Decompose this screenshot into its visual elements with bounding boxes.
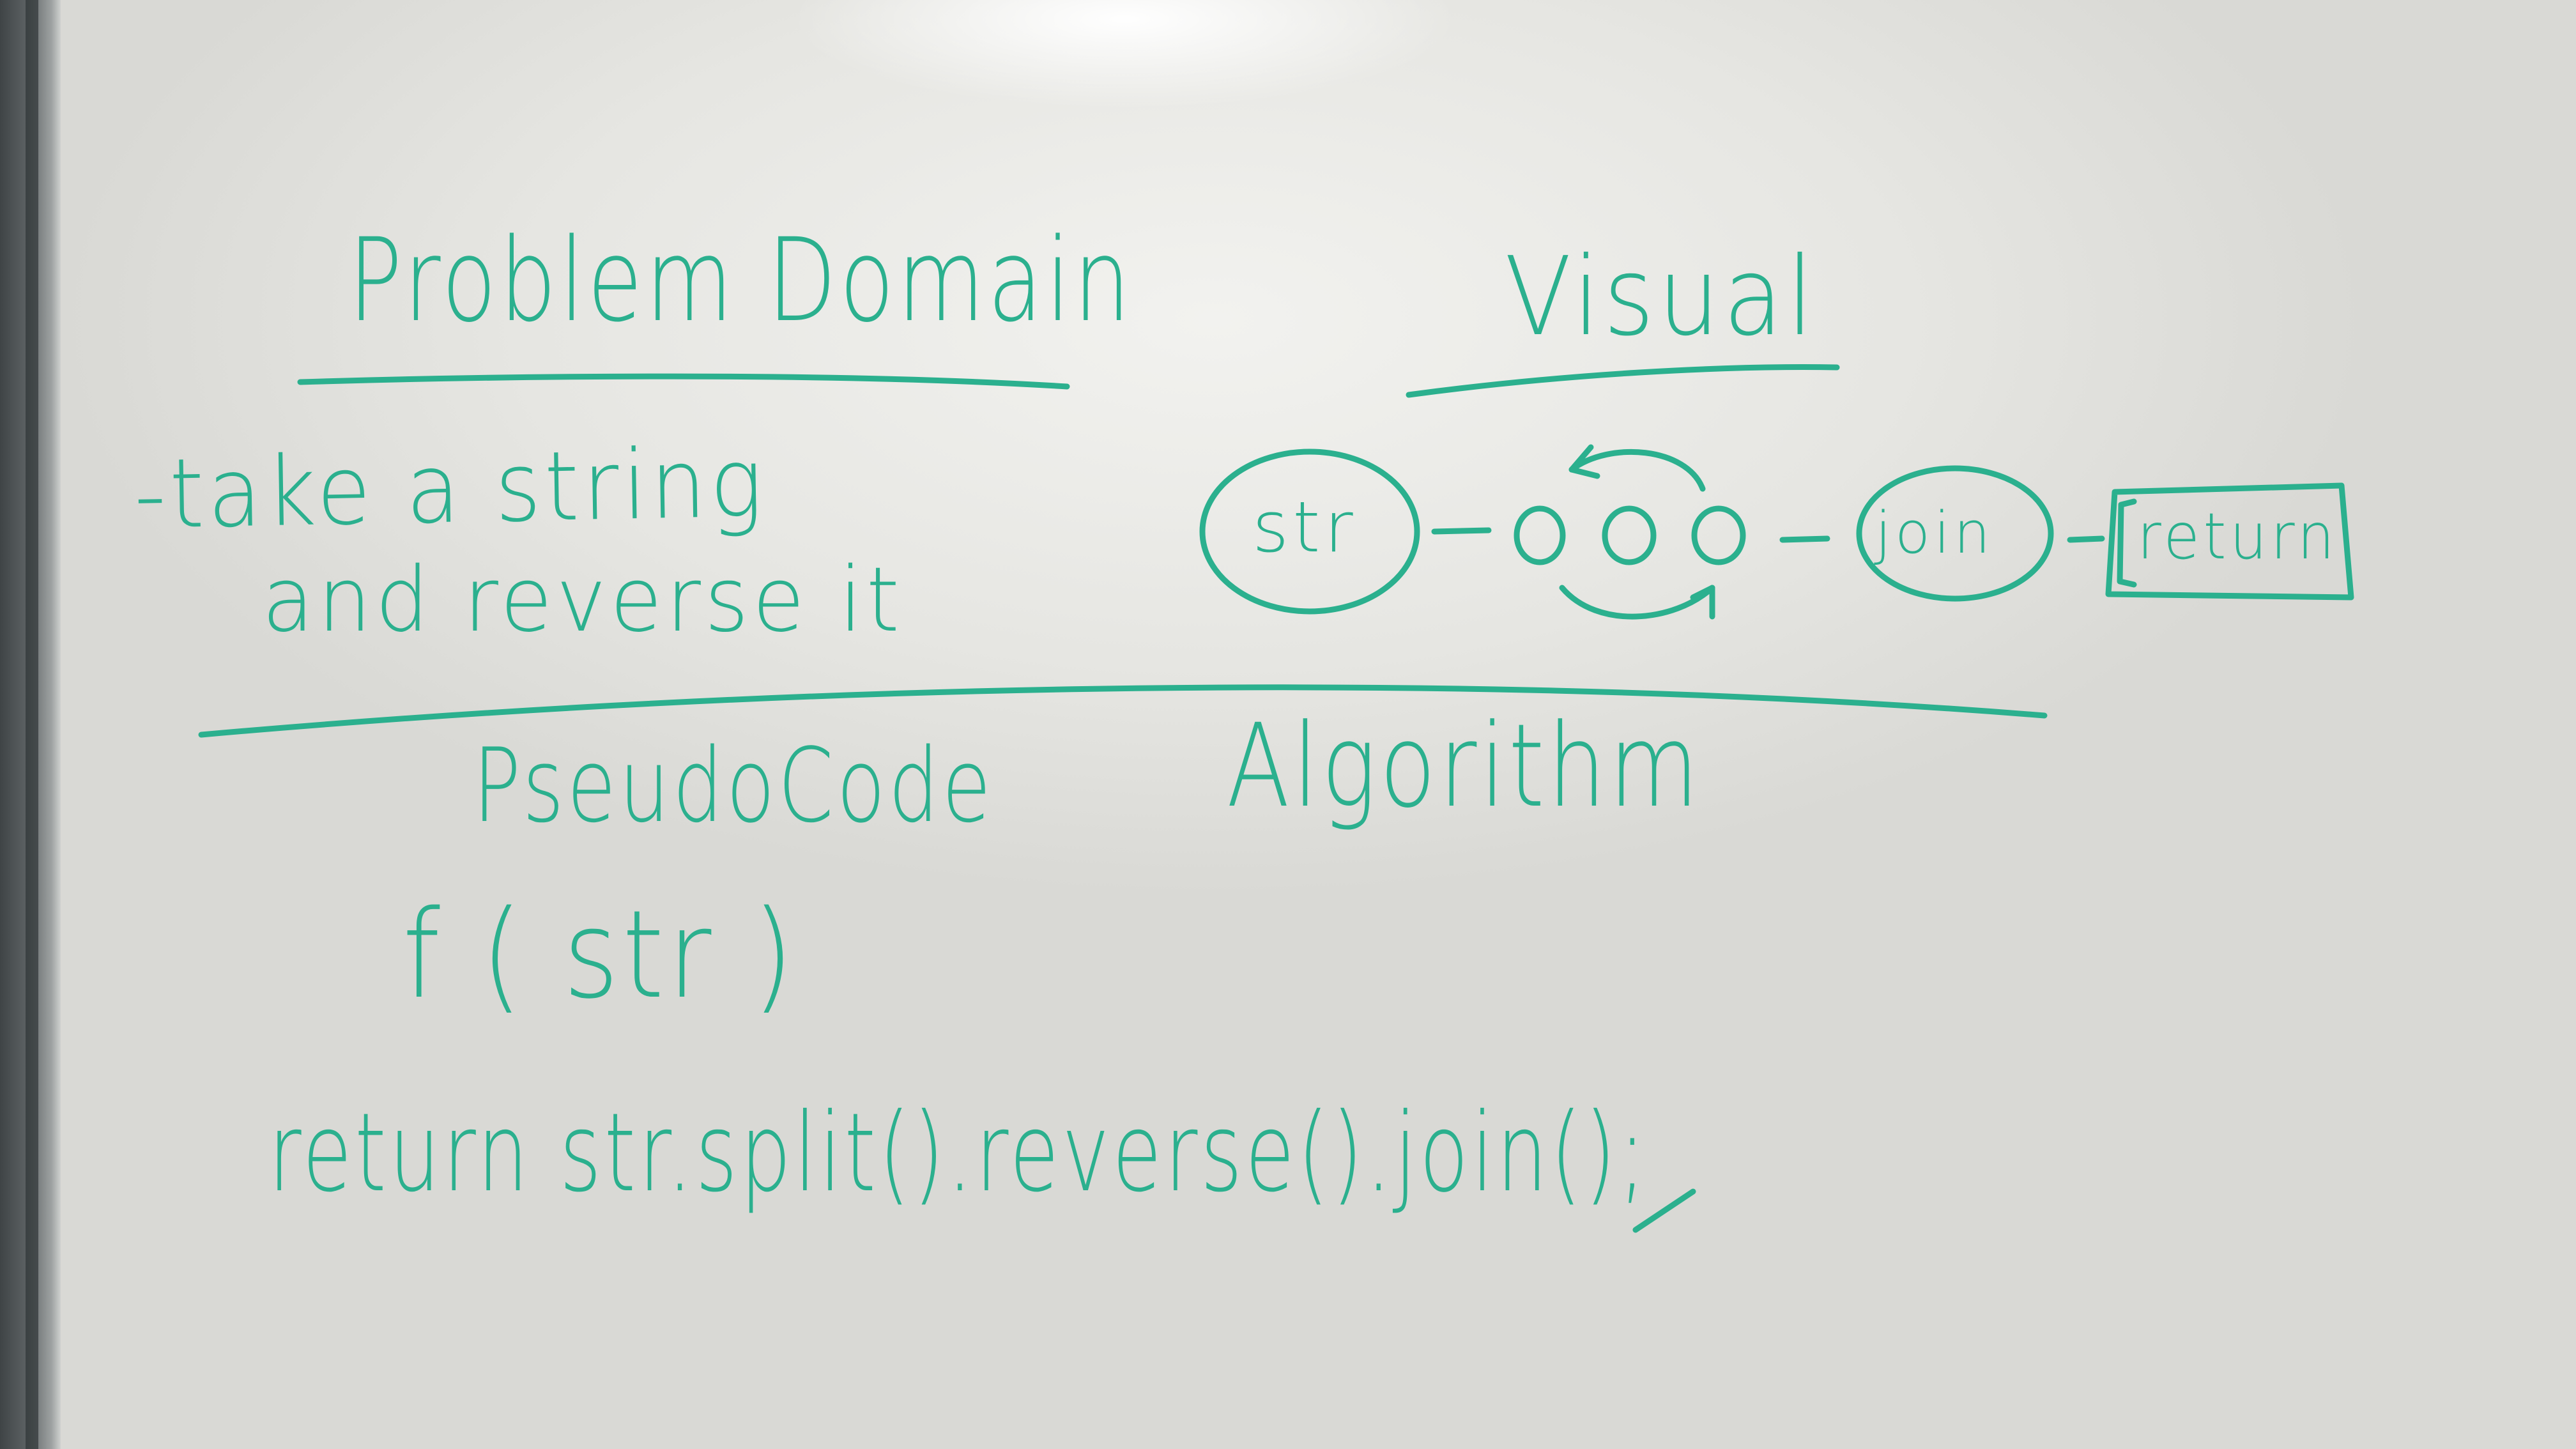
problem-domain-line-1: -take a string <box>133 427 767 551</box>
join-node-label: join <box>1875 500 1995 567</box>
reverse-arrow-top-head <box>1568 444 1600 479</box>
str-node-label: str <box>1252 486 1357 568</box>
char-circle-3 <box>1691 505 1746 565</box>
connector-2 <box>1779 535 1830 543</box>
return-node-box <box>2105 482 2354 601</box>
problem-domain-heading: Problem Domain <box>348 214 1133 348</box>
section-divider <box>198 684 2048 738</box>
connector-1 <box>1431 527 1492 535</box>
pseudocode-line-2: return str.split().reverse().join(); <box>268 1090 1649 1216</box>
char-circle-2 <box>1602 505 1657 565</box>
pseudocode-heading: PseudoCode <box>473 726 994 845</box>
return-node-label: return <box>2137 499 2338 574</box>
algorithm-heading: Algorithm <box>1227 700 1702 833</box>
connector-3 <box>2067 535 2105 543</box>
problem-domain-underline <box>297 373 1070 390</box>
return-box-bracket <box>2117 498 2137 588</box>
reverse-arrow-bottom <box>1559 585 1715 620</box>
join-node-circle <box>1856 465 2054 602</box>
char-circle-1 <box>1514 505 1566 565</box>
visual-heading: Visual <box>1505 234 1818 360</box>
reverse-arrow-top <box>1568 448 1706 492</box>
str-node-circle <box>1199 448 1420 615</box>
whiteboard-frame-edge <box>26 0 38 1449</box>
visual-underline <box>1406 364 1840 398</box>
problem-domain-line-2: and reverse it <box>262 548 903 652</box>
semicolon-tick <box>1632 1188 1696 1233</box>
reverse-arrow-bottom-head <box>1690 585 1715 620</box>
pseudocode-line-1: f ( str ) <box>402 884 797 1025</box>
